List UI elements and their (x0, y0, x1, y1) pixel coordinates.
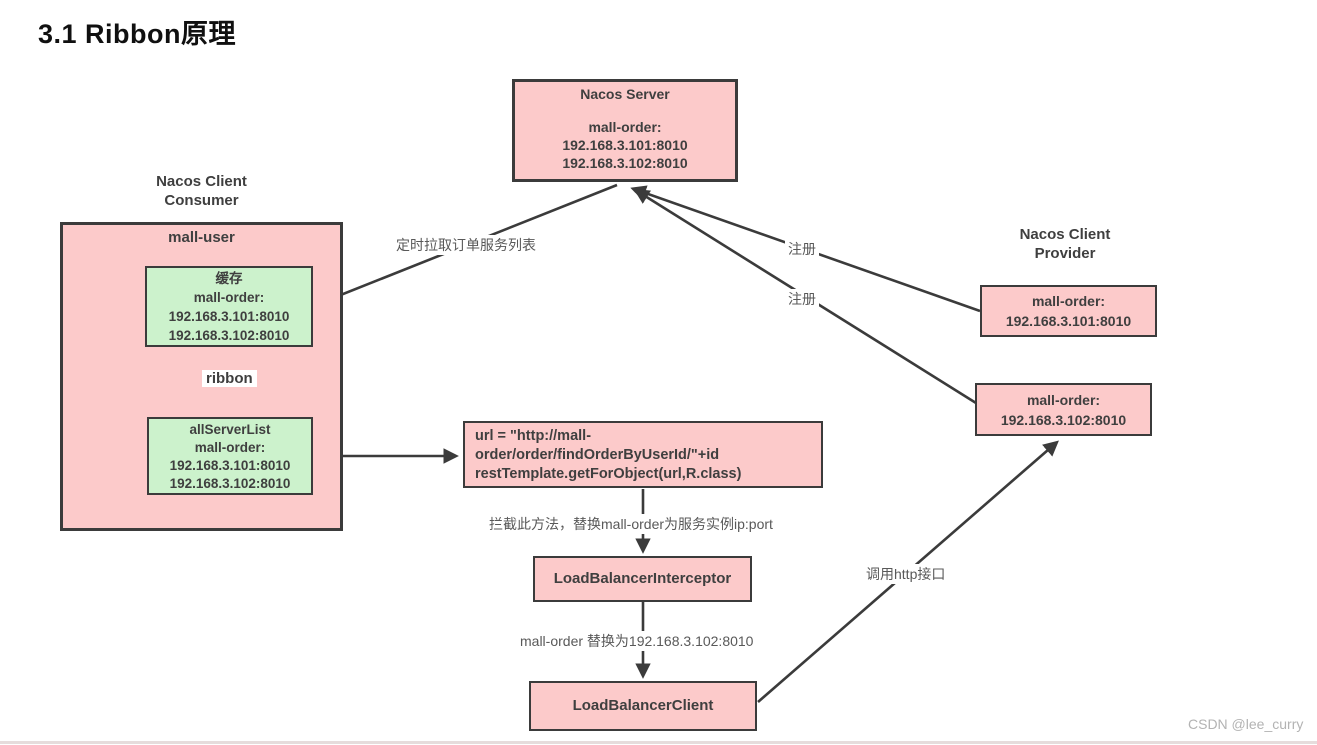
nacos-server-line: 192.168.3.102:8010 (562, 155, 688, 171)
nacos-server-box: Nacos Server mall-order: 192.168.3.101:8… (512, 79, 738, 182)
edge-label-pull-service-list: 定时拉取订单服务列表 (393, 235, 539, 255)
all-server-list-line: 192.168.3.101:8010 (169, 458, 291, 473)
csdn-watermark: CSDN @lee_curry (1188, 716, 1304, 732)
url-code-line: restTemplate.getForObject(url,R.class) (475, 466, 742, 482)
cache-box-line: mall-order: (193, 290, 265, 305)
spacer (515, 103, 735, 118)
url-code-line: url = "http://mall- (475, 428, 592, 444)
provider-101-box: mall-order: 192.168.3.101:8010 (980, 285, 1157, 337)
edge-label-register-2: 注册 (785, 289, 819, 309)
provider-heading: Nacos Client Provider (975, 225, 1155, 263)
provider-102-box: mall-order: 192.168.3.102:8010 (975, 383, 1152, 436)
all-server-list-line: allServerList (189, 422, 271, 437)
load-balancer-client-box: LoadBalancerClient (529, 681, 757, 731)
provider-102-line: 192.168.3.102:8010 (1000, 412, 1127, 428)
nacos-server-line: 192.168.3.101:8010 (562, 137, 688, 153)
provider-101-line: mall-order: (1031, 293, 1106, 309)
nacos-server-title: Nacos Server (580, 86, 670, 102)
cache-box-line: 192.168.3.101:8010 (168, 309, 290, 324)
cache-box-line: 缓存 (215, 271, 243, 286)
all-server-list-line: 192.168.3.102:8010 (169, 476, 291, 491)
cache-box-line: 192.168.3.102:8010 (168, 328, 290, 343)
edge-label-register-1: 注册 (785, 239, 819, 259)
consumer-heading-line: Nacos Client (156, 173, 247, 190)
provider-heading-line: Provider (1034, 245, 1096, 262)
provider-heading-line: Nacos Client (1019, 226, 1111, 243)
all-server-list-line: mall-order: (194, 440, 266, 455)
load-balancer-client-label: LoadBalancerClient (572, 697, 714, 714)
load-balancer-interceptor-box: LoadBalancerInterceptor (533, 556, 752, 602)
consumer-heading-line: Consumer (164, 192, 239, 209)
ribbon-label: ribbon (202, 370, 257, 387)
provider-102-line: mall-order: (1026, 392, 1101, 408)
url-code-box: url = "http://mall- order/order/findOrde… (463, 421, 823, 488)
edge-label-replace-host: mall-order 替换为192.168.3.102:8010 (517, 631, 757, 651)
url-code-line: order/order/findOrderByUserId/"+id (475, 447, 720, 463)
bottom-divider (0, 741, 1317, 744)
all-server-list-box: allServerList mall-order: 192.168.3.101:… (147, 417, 313, 495)
nacos-server-line: mall-order: (588, 119, 662, 135)
load-balancer-interceptor-label: LoadBalancerInterceptor (553, 570, 732, 587)
provider-101-line: 192.168.3.101:8010 (1005, 313, 1132, 329)
consumer-heading: Nacos Client Consumer (60, 172, 343, 210)
page-title: 3.1 Ribbon原理 (38, 19, 237, 49)
cache-box: 缓存 mall-order: 192.168.3.101:8010 192.16… (145, 266, 313, 347)
mall-user-title: mall-user (168, 229, 235, 246)
edge-label-http-call: 调用http接口 (863, 564, 949, 584)
edge-label-intercept-method: 拦截此方法，替换mall-order为服务实例ip:port (486, 514, 776, 534)
